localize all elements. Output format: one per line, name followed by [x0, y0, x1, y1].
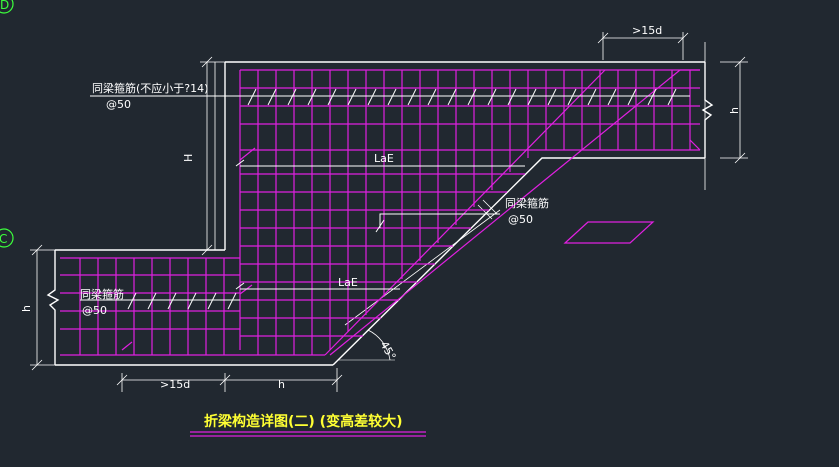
lae-bottom-label: LaE	[338, 276, 358, 289]
top-spacing-label: @50	[106, 98, 131, 111]
bottom-dim1-label: >15d	[160, 378, 190, 391]
mid-stirrup-label: 同梁箍筋	[505, 196, 549, 210]
rebar-cage	[60, 69, 701, 356]
axis-label-c: C	[0, 232, 7, 246]
sloped-bar-outer	[329, 69, 681, 356]
left-stirrup-label: 同梁箍筋	[80, 287, 124, 301]
lower-beam-break-line	[46, 250, 60, 365]
dimension-lines	[30, 32, 748, 392]
sloped-bottom-edge	[332, 157, 705, 366]
drawing-title: 折梁构造详图(二) (变高差较大)	[204, 413, 402, 430]
lae-top-label: LaE	[374, 152, 394, 165]
leader-lines	[80, 88, 690, 310]
axis-label-d: D	[0, 0, 9, 12]
axis-marker-c: C	[0, 228, 14, 248]
section-symbol	[563, 221, 655, 244]
bottom-dim2-label: h	[278, 378, 285, 391]
left-spacing-label: @50	[82, 304, 107, 317]
right-h-label: h	[728, 107, 741, 114]
top-dim-label: >15d	[632, 24, 662, 37]
axis-marker-d: D	[0, 0, 14, 14]
top-beam-break-line	[701, 62, 714, 158]
mid-spacing-label: @50	[508, 213, 533, 226]
angle-label: 45°	[377, 339, 398, 362]
left-H-label: H	[182, 154, 195, 162]
sloped-bar-inner	[324, 69, 606, 356]
top-stirrup-label: 同梁箍筋(不应小于?14)	[92, 81, 208, 95]
left-h-label: h	[20, 305, 33, 312]
